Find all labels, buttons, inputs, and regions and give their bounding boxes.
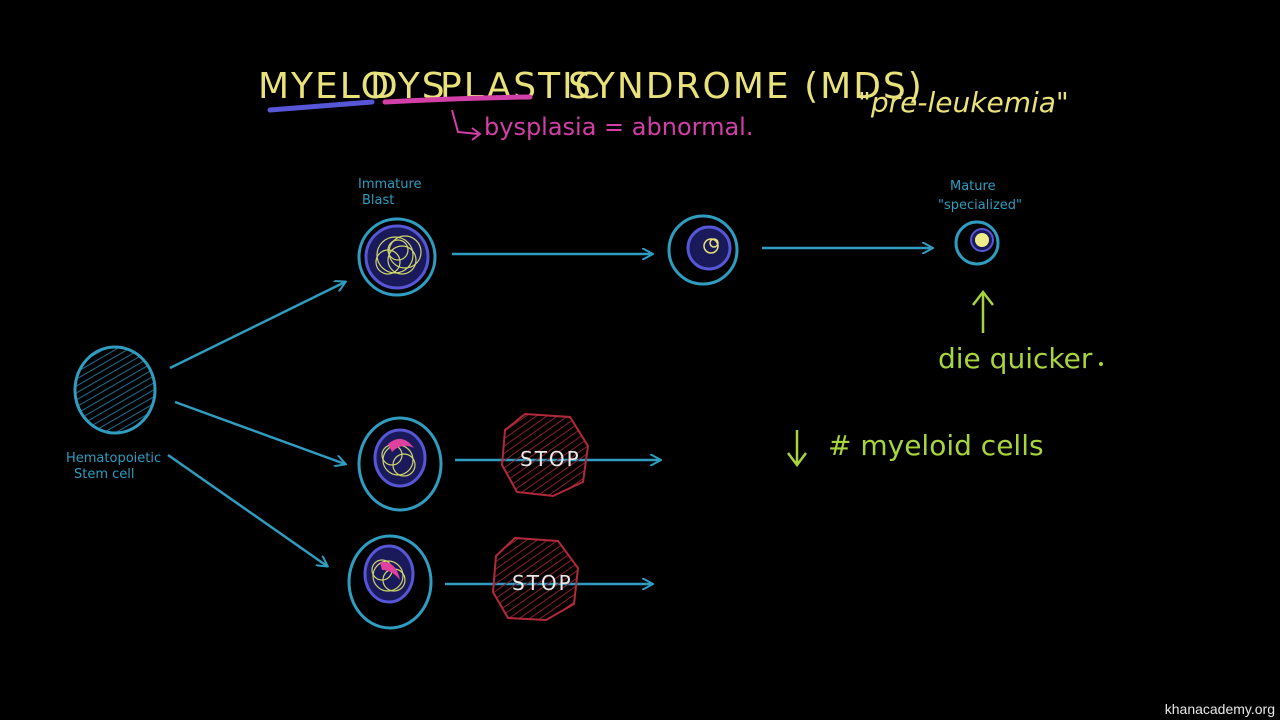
abnormal-cell-1 [357,416,443,512]
abnormal-cell-2 [347,534,433,630]
stem-cell-label-1: Hematopoietic [66,451,161,466]
mature-label-2: "specialized" [938,198,1022,213]
decreased-myeloid-annotation: # myeloid cells [787,429,1044,468]
title: MYELO DYS PLASTIC SYNDROME (MDS) [258,66,924,113]
stem-cell: Hematopoietic Stem cell [66,345,161,482]
underline-dysplastic [382,94,533,105]
stop-label-1: STOP [520,447,581,471]
nickname: "pre-leukemia" [858,86,1069,119]
stem-cell-label-2: Stem cell [74,467,135,482]
definition-arrow [451,109,482,141]
immature-blast-label-2: Blast [362,193,394,208]
die-quicker-annotation: die quicker [938,289,1103,375]
die-quicker-text: die quicker [938,342,1093,375]
immature-blast-cell: Immature Blast [357,177,437,297]
underline-myelo [267,99,375,113]
mature-label-1: Mature [950,179,996,194]
intermediate-cell [667,214,739,286]
definition: bysplasia = abnormal. [451,109,753,141]
stop-sign-2: STOP [491,536,580,622]
immature-blast-label-1: Immature [358,177,422,192]
arrow-to-abnormal-2 [167,453,327,566]
mature-cell: Mature "specialized" [938,179,1022,266]
myeloid-cells-text: # myeloid cells [828,429,1044,462]
arrow-to-abnormal-1 [174,400,345,464]
stop-label-2: STOP [512,571,573,595]
title-rest: SYNDROME (MDS) [568,66,924,107]
khanacademy-credit: khanacademy.org [1165,701,1275,717]
arrow-to-blast [169,282,345,370]
stop-sign-1: STOP [500,412,590,498]
definition-text: bysplasia = abnormal. [484,113,753,141]
